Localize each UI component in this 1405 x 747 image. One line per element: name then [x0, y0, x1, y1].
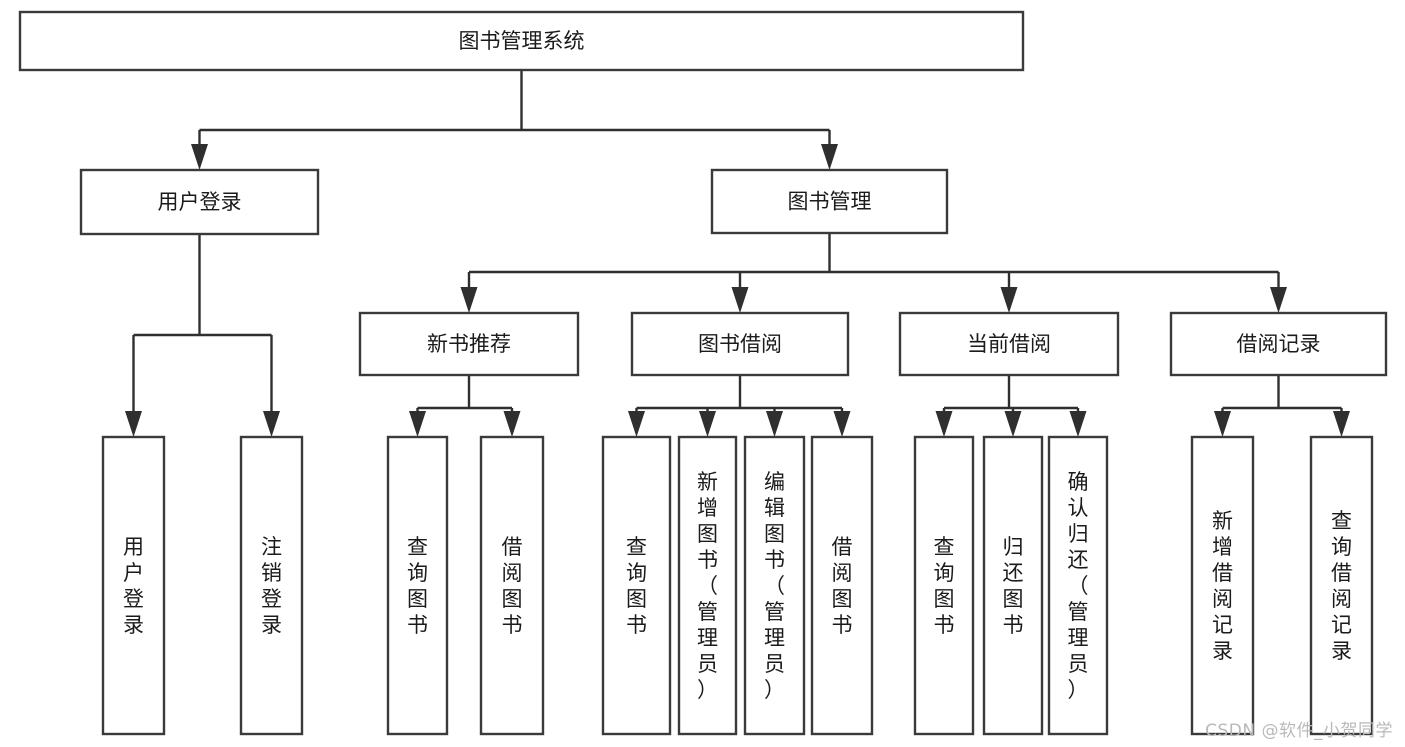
node-label-user-login: 用户登录: [158, 190, 242, 214]
connector-group-user-login: [125, 234, 280, 437]
arrow-head-leaf-borrow-book-1: [503, 411, 521, 437]
node-box-book-manage[interactable]: [710, 168, 949, 235]
node-root[interactable]: 图书管理系统: [18, 10, 1025, 72]
node-label-book-manage: 图书管理: [788, 190, 872, 214]
arrow-head-book-manage: [821, 144, 838, 170]
node-box-leaf-confirm-return[interactable]: [1047, 435, 1109, 736]
node-borrow-record[interactable]: 借阅记录: [1169, 311, 1388, 377]
node-label-root: 图书管理系统: [459, 29, 585, 53]
node-leaf-borrow-book-1[interactable]: 借阅图书: [479, 435, 545, 736]
node-box-leaf-edit-book[interactable]: [743, 435, 806, 736]
node-new-book-rec[interactable]: 新书推荐: [358, 311, 580, 377]
arrow-head-leaf-query-record: [1333, 411, 1350, 437]
node-label-leaf-query-book-2: 查询图书: [626, 535, 647, 637]
node-leaf-edit-book[interactable]: 编辑图书（管理员）: [743, 435, 806, 736]
arrow-head-leaf-edit-book: [766, 411, 783, 437]
node-box-leaf-borrow-book-1[interactable]: [479, 435, 545, 736]
connector-group-book-manage: [460, 233, 1287, 313]
node-leaf-user-login[interactable]: 用户登录: [101, 435, 166, 736]
arrow-head-borrow-record: [1270, 287, 1287, 313]
node-label-leaf-query-book-1: 查询图书: [407, 535, 428, 637]
node-leaf-query-book-3[interactable]: 查询图书: [913, 435, 975, 736]
node-label-borrow-record: 借阅记录: [1237, 332, 1321, 356]
node-label-leaf-borrow-book-1: 借阅图书: [502, 535, 523, 637]
node-book-manage[interactable]: 图书管理: [710, 168, 949, 235]
node-label-leaf-add-book: 新增图书（管理员）: [697, 470, 718, 702]
connector-group-root: [191, 70, 838, 170]
node-leaf-logout[interactable]: 注销登录: [239, 435, 304, 736]
node-box-new-book-rec[interactable]: [358, 311, 580, 377]
node-box-current-borrow[interactable]: [898, 311, 1120, 377]
node-label-leaf-edit-book: 编辑图书（管理员）: [764, 470, 785, 702]
node-leaf-return-book[interactable]: 归还图书: [982, 435, 1044, 736]
arrow-head-leaf-borrow-book-2: [833, 411, 851, 437]
arrow-head-current-borrow: [1000, 287, 1018, 313]
arrow-head-user-login: [191, 144, 208, 170]
node-user-login[interactable]: 用户登录: [79, 168, 320, 236]
node-box-leaf-query-book-3[interactable]: [913, 435, 975, 736]
node-book-borrow[interactable]: 图书借阅: [630, 311, 850, 377]
node-box-root[interactable]: [18, 10, 1025, 72]
node-box-user-login[interactable]: [79, 168, 320, 236]
node-layer: 图书管理系统用户登录图书管理新书推荐图书借阅当前借阅借阅记录用户登录注销登录查询…: [18, 10, 1388, 736]
node-current-borrow[interactable]: 当前借阅: [898, 311, 1120, 377]
node-leaf-borrow-book-2[interactable]: 借阅图书: [810, 435, 874, 736]
node-box-leaf-add-record[interactable]: [1190, 435, 1255, 736]
arrow-head-leaf-query-book-3: [935, 411, 953, 437]
node-leaf-query-book-1[interactable]: 查询图书: [386, 435, 449, 736]
node-box-leaf-user-login[interactable]: [101, 435, 166, 736]
node-box-leaf-logout[interactable]: [239, 435, 304, 736]
node-box-leaf-return-book[interactable]: [982, 435, 1044, 736]
node-leaf-add-record[interactable]: 新增借阅记录: [1190, 435, 1255, 736]
node-leaf-query-book-2[interactable]: 查询图书: [601, 435, 672, 736]
connector-group-current-borrow: [935, 375, 1087, 437]
arrow-head-leaf-return-book: [1004, 411, 1022, 437]
arrow-head-leaf-add-record: [1214, 411, 1231, 437]
arrow-head-book-borrow: [731, 287, 749, 313]
node-label-new-book-rec: 新书推荐: [427, 332, 511, 356]
node-box-leaf-query-book-2[interactable]: [601, 435, 672, 736]
node-label-book-borrow: 图书借阅: [698, 332, 782, 356]
node-box-leaf-query-book-1[interactable]: [386, 435, 449, 736]
node-label-leaf-return-book: 归还图书: [1003, 535, 1024, 637]
node-label-current-borrow: 当前借阅: [967, 332, 1051, 356]
arrow-head-leaf-query-book-1: [409, 411, 426, 437]
node-box-borrow-record[interactable]: [1169, 311, 1388, 377]
arrow-head-leaf-user-login: [125, 411, 142, 437]
arrow-head-leaf-logout: [263, 411, 280, 437]
connector-group-borrow-record: [1214, 375, 1350, 437]
node-label-leaf-logout: 注销登录: [261, 535, 282, 637]
node-leaf-query-record[interactable]: 查询借阅记录: [1309, 435, 1374, 736]
arrow-head-leaf-confirm-return: [1069, 411, 1087, 437]
connector-group-new-book-rec: [409, 375, 521, 437]
node-box-leaf-query-record[interactable]: [1309, 435, 1374, 736]
arrow-head-leaf-query-book-2: [628, 411, 645, 437]
connector-group-book-borrow: [628, 375, 851, 437]
connector-layer: [125, 70, 1350, 437]
node-label-leaf-query-record: 查询借阅记录: [1331, 509, 1352, 663]
node-label-leaf-query-book-3: 查询图书: [934, 535, 955, 637]
node-box-book-borrow[interactable]: [630, 311, 850, 377]
node-box-leaf-add-book[interactable]: [677, 435, 738, 736]
arrow-head-new-book-rec: [460, 287, 478, 313]
arrow-head-leaf-add-book: [699, 411, 716, 437]
node-label-leaf-borrow-book-2: 借阅图书: [832, 535, 853, 637]
node-box-leaf-borrow-book-2[interactable]: [810, 435, 874, 736]
node-label-leaf-user-login: 用户登录: [123, 535, 144, 637]
node-label-leaf-confirm-return: 确认归还（管理员）: [1068, 470, 1089, 702]
node-label-leaf-add-record: 新增借阅记录: [1212, 509, 1233, 663]
node-leaf-add-book[interactable]: 新增图书（管理员）: [677, 435, 738, 736]
node-leaf-confirm-return[interactable]: 确认归还（管理员）: [1047, 435, 1109, 736]
